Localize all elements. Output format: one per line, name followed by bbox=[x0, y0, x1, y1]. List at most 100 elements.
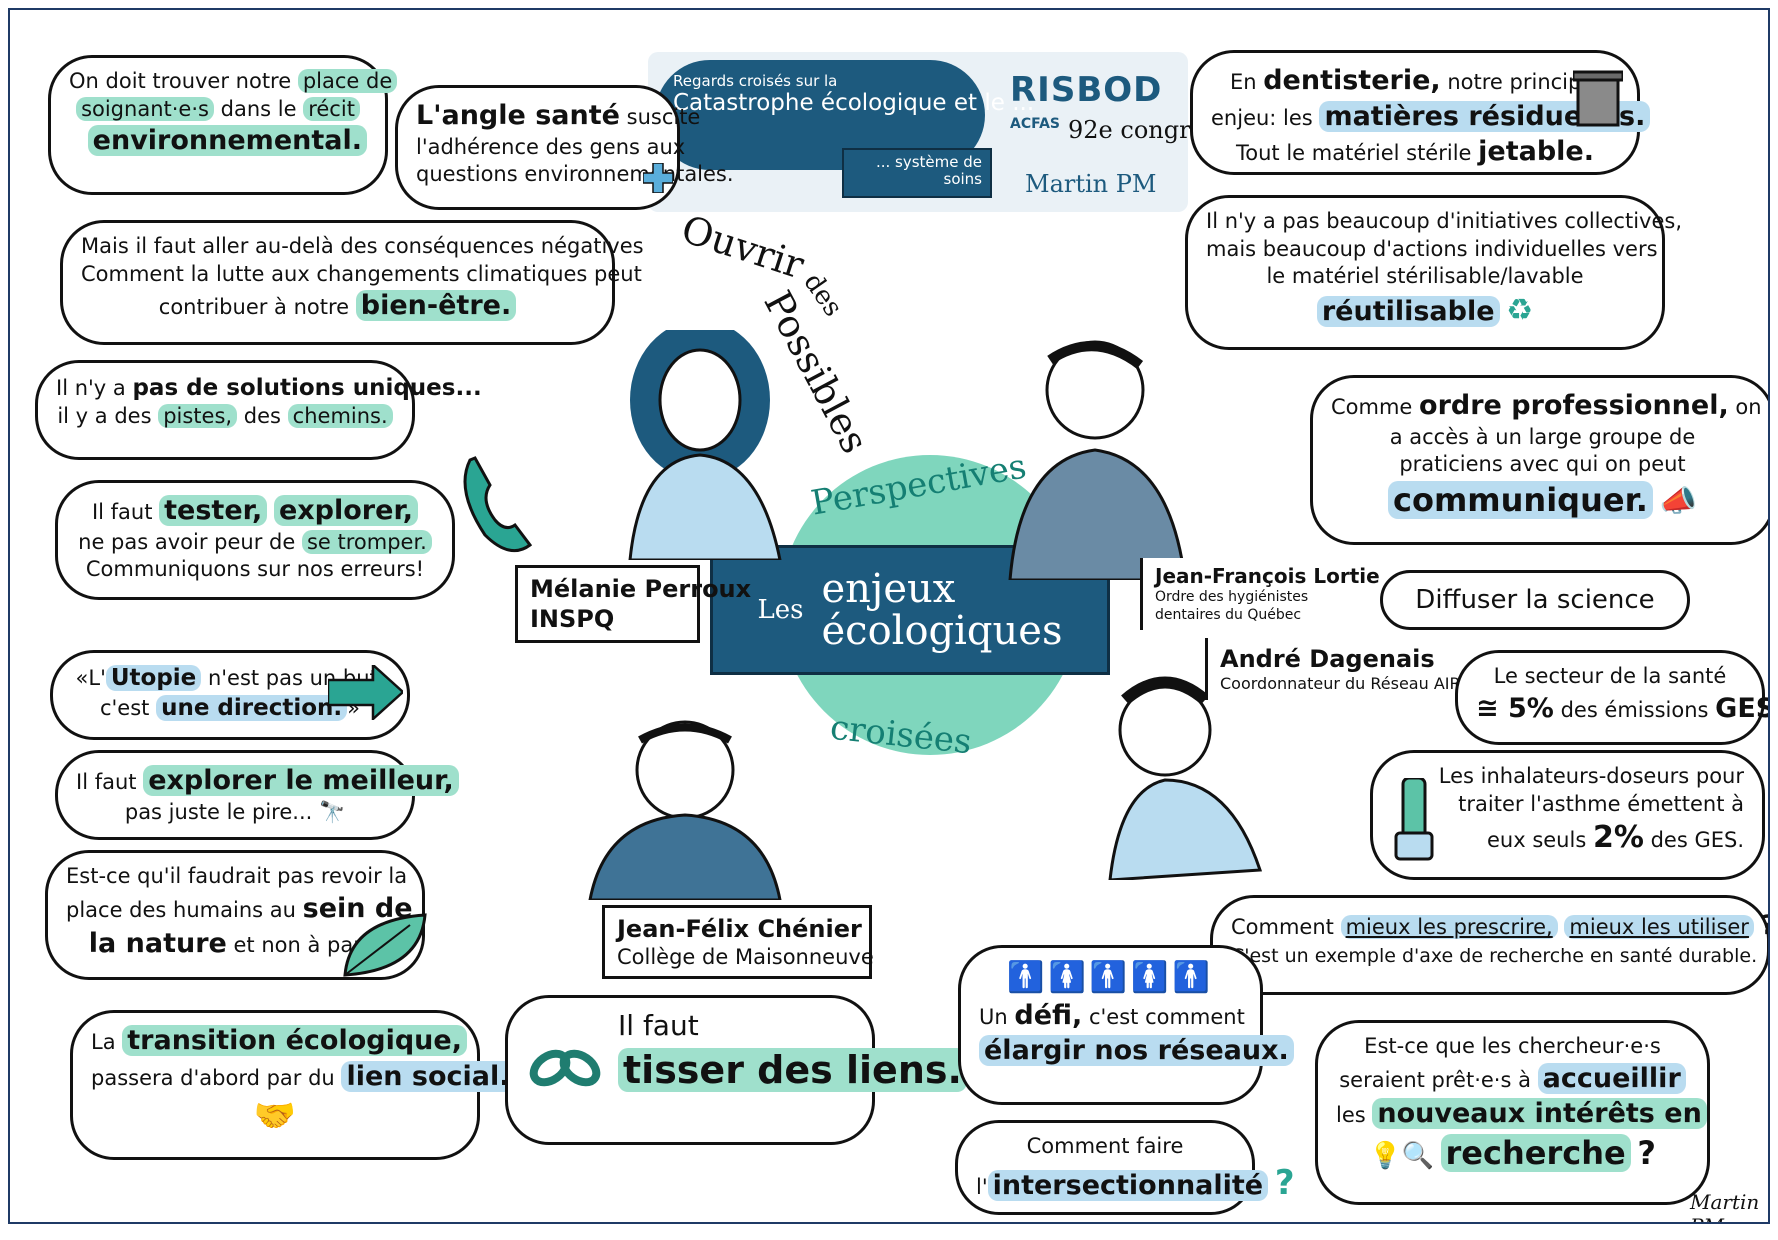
highlight: se tromper. bbox=[301, 529, 432, 554]
bubble-tisser: Il faut tisser des liens. bbox=[505, 995, 967, 1145]
bubble-utopie: «L'Utopie n'est pas un but, c'est une di… bbox=[50, 650, 410, 740]
speaker-name: Jean-Félix Chénier bbox=[617, 915, 862, 943]
highlight: lien social. bbox=[341, 1060, 515, 1092]
bubble-pistes: Il n'y a pas de solutions uniques... il … bbox=[35, 360, 482, 460]
sketchnote-canvas: Regards croisés sur la Catastrophe écolo… bbox=[8, 8, 1770, 1224]
arrow-sign-icon bbox=[328, 665, 403, 720]
text: Un bbox=[979, 1004, 1008, 1029]
text: En bbox=[1229, 70, 1257, 94]
text: Comment bbox=[1231, 915, 1334, 939]
megaphone-icon: 📣 bbox=[1659, 484, 1697, 520]
speaker-name: André Dagenais bbox=[1220, 645, 1435, 673]
text-bold: défi, bbox=[1014, 999, 1083, 1031]
text: traiter l'asthme émettent à bbox=[1458, 791, 1744, 816]
highlight: chemins. bbox=[287, 404, 393, 429]
header-cloud-title: Catastrophe écologique et le ... bbox=[673, 90, 1035, 116]
andre-figure-icon bbox=[1108, 676, 1263, 880]
leaf-icon bbox=[343, 913, 427, 977]
highlight: mieux les prescrire, bbox=[1340, 915, 1558, 939]
speaker-affiliation: Coordonnateur du Réseau AIRS bbox=[1220, 674, 1471, 693]
bubble-tester: Il faut tester, explorer, ne pas avoir p… bbox=[55, 480, 455, 600]
trash-can-icon bbox=[1573, 70, 1623, 127]
text: On doit trouver notre bbox=[69, 69, 292, 93]
highlight: place de bbox=[297, 69, 398, 93]
caption-jean-francois: Jean-François Lortie Ordre des hygiénist… bbox=[1140, 558, 1380, 630]
jean-felix-figure-icon bbox=[588, 720, 782, 900]
telephone-icon bbox=[463, 456, 533, 553]
speaker-affiliation: Collège de Maisonneuve bbox=[617, 945, 874, 969]
text: a accès à un large groupe de bbox=[1389, 424, 1696, 449]
magnifier-icon: 🔍 bbox=[1401, 1140, 1434, 1171]
bubble-transition: La transition écologique, passera d'abor… bbox=[70, 1010, 515, 1160]
text: suscite bbox=[626, 105, 701, 129]
text-bold: ≅ 5% bbox=[1476, 692, 1554, 724]
recycle-icon: ♻ bbox=[1506, 293, 1534, 329]
text: eux seuls bbox=[1486, 828, 1587, 853]
text-bold: 2% bbox=[1592, 820, 1644, 856]
highlight: tisser des liens. bbox=[618, 1047, 967, 1092]
bubble-angle-sante: L'angle santé suscite l'adhérence des ge… bbox=[395, 85, 734, 210]
jean-francois-figure-icon bbox=[1008, 340, 1187, 580]
bubble-intersectionnalite: Comment faire l'intersectionnalité ? bbox=[955, 1120, 1295, 1215]
text: La bbox=[91, 1030, 116, 1054]
handshake-icon: 🤝 bbox=[253, 1096, 297, 1137]
acfas-logo: ACFAS bbox=[1010, 116, 1060, 132]
center-ecologiques: écologiques bbox=[821, 608, 1063, 654]
text: Est-ce qu'il faudrait pas revoir la bbox=[66, 864, 408, 888]
center-les: Les bbox=[757, 595, 804, 625]
bubble-accueillir: Est-ce que les chercheur·e·s seraient pr… bbox=[1315, 1020, 1710, 1205]
text: enjeu: les bbox=[1211, 105, 1313, 130]
text: il y a des bbox=[57, 404, 152, 429]
text: passera d'abord par du bbox=[91, 1065, 335, 1090]
text: Comment la lutte aux changements climati… bbox=[81, 261, 642, 286]
text: Il n'y a pas beaucoup d'initiatives coll… bbox=[1206, 209, 1682, 233]
caption-melanie: Mélanie Perroux INSPQ bbox=[515, 565, 752, 643]
highlight: bien-être. bbox=[355, 290, 517, 322]
text: seraient prêt·e·s à bbox=[1339, 1067, 1531, 1092]
text: Diffuser la science bbox=[1415, 585, 1655, 615]
highlight: réutilisable bbox=[1316, 296, 1500, 328]
highlight: explorer, bbox=[273, 495, 419, 526]
text: «L' bbox=[75, 666, 106, 690]
bubble-inhalateurs: Les inhalateurs-doseurs pour traiter l'a… bbox=[1370, 750, 1765, 880]
bubble-meilleur: Il faut explorer le meilleur, pas juste … bbox=[55, 750, 459, 840]
text: Comme bbox=[1331, 395, 1413, 419]
text: des bbox=[243, 404, 281, 429]
text: Mais il faut aller au-delà des conséquen… bbox=[81, 234, 644, 258]
bubble-bien-etre: Mais il faut aller au-delà des conséquen… bbox=[60, 220, 644, 345]
text: Comment faire bbox=[1026, 1134, 1184, 1158]
highlight: transition écologique, bbox=[122, 1025, 467, 1056]
question-mark: ? bbox=[1761, 910, 1768, 941]
author-label: Martin PM bbox=[1025, 170, 1157, 198]
chain-icon bbox=[529, 1049, 601, 1087]
lightbulb-icon: 💡 bbox=[1369, 1140, 1402, 1171]
bubble-secteur-sante: Le secteur de la santé ≅ 5% des émission… bbox=[1455, 650, 1768, 745]
risbod-logo: RISBOD bbox=[1010, 70, 1163, 110]
text-bold: jetable. bbox=[1478, 136, 1594, 168]
text: c'est bbox=[99, 696, 150, 721]
text-bold: ordre professionnel, bbox=[1419, 390, 1729, 421]
highlight: explorer le meilleur, bbox=[143, 765, 459, 796]
text-bold: GES bbox=[1715, 692, 1770, 724]
text: Il n'y a bbox=[56, 376, 126, 400]
highlight: environnemental. bbox=[87, 125, 367, 157]
people-icon: 🚹🚺🚹🚺🚹 bbox=[1007, 960, 1214, 995]
speaker-name: Mélanie Perroux bbox=[530, 575, 752, 603]
header-cloud-small: Regards croisés sur la bbox=[673, 72, 838, 90]
highlight: récit bbox=[303, 96, 360, 121]
signature: Martin PM bbox=[1690, 1190, 1760, 1222]
monitor-icon: ... système de soins bbox=[842, 148, 992, 198]
bubble-reseaux: 🚹🚺🚹🚺🚹 Un défi, c'est comment élargir nos… bbox=[958, 945, 1294, 1105]
bubble-prescrire: Comment mieux les prescrire, mieux les u… bbox=[1210, 895, 1768, 995]
text: Les inhalateurs-doseurs pour bbox=[1438, 764, 1744, 788]
monitor-text: ... système de soins bbox=[875, 153, 982, 188]
caption-jean-felix: Jean-Félix Chénier Collège de Maisonneuv… bbox=[602, 905, 874, 980]
text: l' bbox=[976, 1174, 988, 1199]
text: le matériel stérilisable/lavable bbox=[1266, 264, 1584, 289]
text: Il faut bbox=[76, 770, 137, 794]
highlight: communiquer. bbox=[1388, 481, 1653, 520]
text: C'est un exemple d'axe de recherche en s… bbox=[1231, 944, 1758, 967]
text-bold: la nature bbox=[88, 928, 227, 960]
highlight: tester, bbox=[159, 495, 268, 526]
text: praticiens avec qui on peut bbox=[1399, 452, 1686, 477]
